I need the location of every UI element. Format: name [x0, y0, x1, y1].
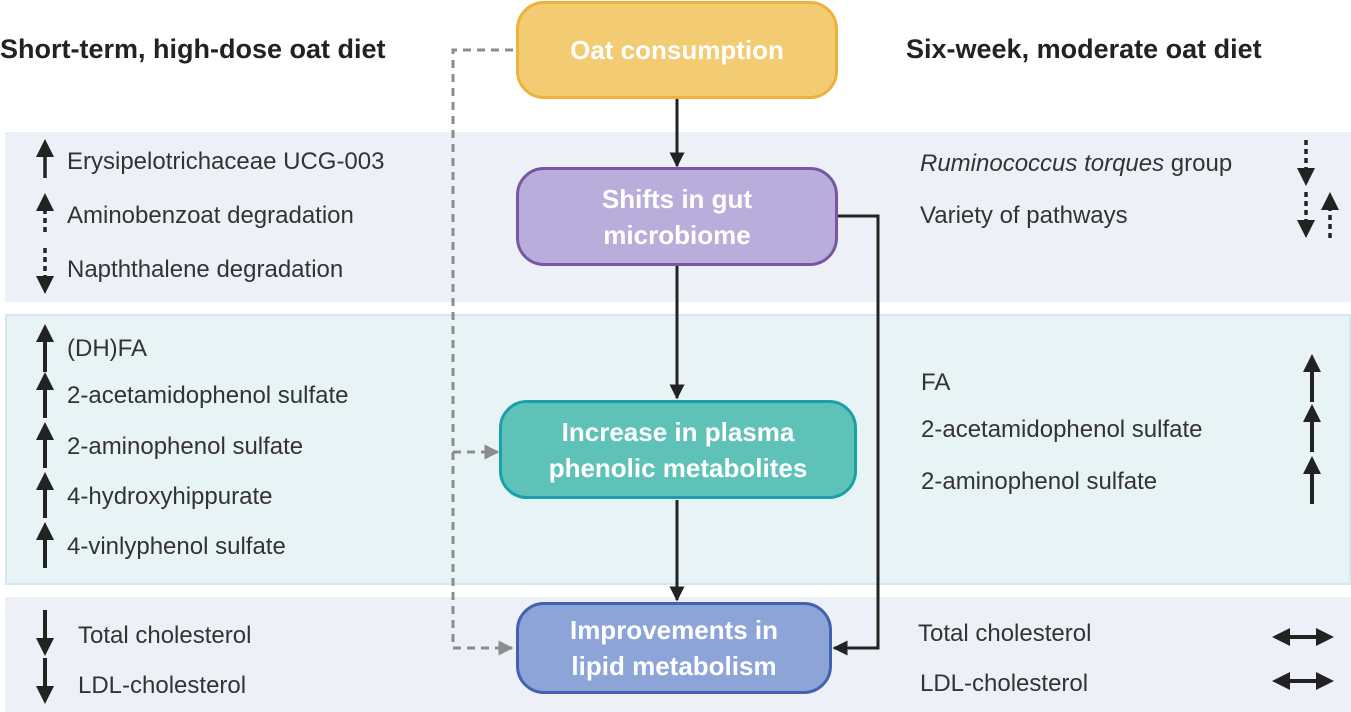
node-lipid-metabolism-label: Improvements in lipid metabolism	[569, 615, 779, 681]
dashed-down-arrow-icon	[1297, 140, 1315, 186]
dashed-up-arrow-icon	[36, 193, 54, 232]
node-lipid-metabolism: Improvements in lipid metabolism	[516, 602, 832, 694]
left-microbiome-item: Napththalene degradation	[67, 256, 344, 283]
node-plasma-metabolites: Increase in plasma phenolic metabolites	[499, 400, 857, 499]
right-microbiome-suffix: group	[1164, 150, 1233, 177]
left-lipid-item: Total cholesterol	[78, 622, 252, 649]
dashed-up-arrow-icon	[1321, 192, 1339, 238]
up-arrow-icon	[1303, 456, 1321, 504]
left-microbiome-item: Erysipelotrichaceae UCG-003	[67, 148, 385, 175]
up-arrow-icon	[36, 372, 54, 418]
right-microbiome-taxon: Ruminococcus torques	[920, 150, 1165, 177]
right-microbiome-item: Variety of pathways	[920, 202, 1128, 229]
right-metabolite-item: 2-acetamidophenol sulfate	[921, 416, 1203, 443]
right-metabolite-item: 2-aminophenol sulfate	[921, 468, 1158, 495]
double-headed-arrow-icon	[1272, 628, 1334, 646]
left-metabolite-item: 4-vinlyphenol sulfate	[67, 533, 286, 560]
right-column-title: Six-week, moderate oat diet	[906, 34, 1262, 64]
up-arrow-icon	[1303, 354, 1321, 402]
left-column-title: Short-term, high-dose oat diet	[0, 34, 386, 64]
up-arrow-icon	[1303, 404, 1321, 452]
up-arrow-icon	[36, 422, 54, 468]
node-gut-microbiome: Shifts in gut microbiome	[516, 167, 838, 266]
dashed-down-arrow-icon	[36, 248, 54, 294]
up-arrow-icon	[36, 324, 54, 372]
up-arrow-icon	[36, 139, 54, 178]
right-lipid-item: Total cholesterol	[918, 620, 1092, 647]
right-metabolite-item: FA	[921, 369, 951, 396]
up-arrow-icon	[36, 472, 54, 518]
dashed-connector-trunk	[451, 48, 513, 648]
node-plasma-metabolites-label: Increase in plasma phenolic metabolites	[548, 416, 808, 483]
arrow-gut-to-lipid	[832, 214, 880, 656]
node-oat-consumption-label: Oat consumption	[570, 35, 784, 65]
right-microbiome-item: Ruminococcus torques group	[920, 150, 1232, 178]
up-arrow-icon	[36, 522, 54, 568]
down-arrow-icon	[36, 610, 54, 656]
node-gut-microbiome-label: Shifts in gut microbiome	[601, 183, 753, 250]
left-metabolite-item: 4-hydroxyhippurate	[67, 483, 273, 510]
left-metabolite-item: 2-aminophenol sulfate	[67, 433, 304, 460]
left-lipid-item: LDL-cholesterol	[78, 672, 247, 699]
left-microbiome-item: Aminobenzoat degradation	[67, 202, 354, 229]
left-metabolite-item: 2-acetamidophenol sulfate	[67, 382, 349, 409]
down-arrow-icon	[36, 658, 54, 704]
node-oat-consumption: Oat consumption	[516, 1, 838, 99]
right-lipid-item: LDL-cholesterol	[920, 670, 1089, 697]
double-headed-arrow-icon	[1272, 672, 1334, 690]
left-metabolite-item: (DH)FA	[67, 335, 147, 362]
dashed-down-arrow-icon	[1297, 192, 1315, 238]
